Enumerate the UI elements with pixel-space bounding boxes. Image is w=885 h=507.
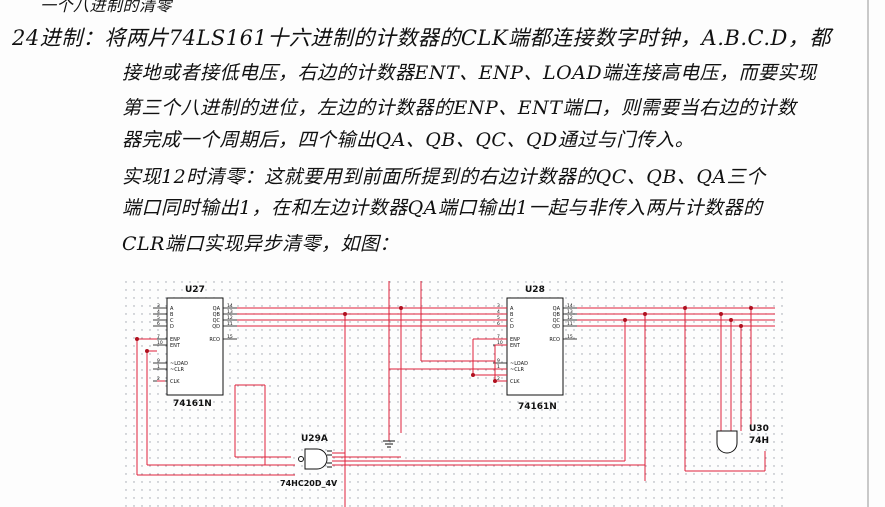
chip-u28-part: 74161N [518,402,557,412]
nand-gate-u29a: U29A 74HC20D_4V [280,434,338,488]
page-edge [867,0,869,507]
pin-label: QA [213,306,221,312]
pin-label: B [510,312,514,318]
chip-u28-name: U28 [525,285,545,295]
schematic-grid [125,281,785,507]
pin-label: QD [212,324,220,330]
pin-label: RCO [549,337,560,343]
chip-u27-name: U27 [185,285,205,295]
and-gate-part: 74H [749,436,769,446]
pin-number: 1 [157,364,160,370]
pin-number: 9 [157,358,160,364]
pin-number: 12 [567,315,573,321]
pin-number: 3 [497,303,500,309]
pin-number: 13 [567,309,573,315]
handwritten-line-2: 接地或者接低电压，右边的计数器ENT、ENP、LOAD端连接高电压，而要实现 [122,62,817,84]
pin-label: C [170,318,174,324]
circuit-schematic: U27 74161N A3B4C5D6ENP7ENT10~LOAD9~CLR1C… [125,281,785,507]
pin-number: 6 [497,321,500,327]
pin-number: 4 [497,309,500,315]
ground-symbol [383,440,395,448]
chip-u27-part: 74161N [173,399,212,409]
pin-number: 12 [227,315,233,321]
nand-gate-name: U29A [301,434,328,444]
pin-number: 4 [157,309,160,315]
pin-label: ~CLR [170,367,184,373]
pin-label: ENT [510,343,521,349]
pin-label: ~CLR [510,367,524,373]
wires [136,281,775,507]
pin-number: 2 [497,376,500,382]
pin-number: 7 [157,334,160,340]
pin-number: 11 [567,321,573,327]
pin-number: 14 [227,303,233,309]
pin-label: ~LOAD [510,361,528,367]
pin-number: 2 [157,376,160,382]
pin-number: 11 [227,321,233,327]
pin-number: 5 [157,315,160,321]
pin-label: ENP [510,337,520,343]
pin-label: CLK [170,379,180,385]
pin-label: A [510,306,514,312]
pin-number: 10 [497,340,503,346]
nand-gate-part: 74HC20D_4V [280,479,338,488]
pin-label: QA [553,306,561,312]
handwritten-line-4: 器完成一个周期后，四个输出QA、QB、QC、QD通过与门传入。 [122,129,695,151]
handwritten-line-6: 端口同时输出1，在和左边计数器QA端口输出1一起与非传入两片计数器的 [122,197,763,219]
pin-label: RCO [209,337,220,343]
pin-number: 3 [157,303,160,309]
pin-number: 9 [497,358,500,364]
pin-label: ~LOAD [170,361,188,367]
handwritten-line-5: 实现12时清零：这就要用到前面所提到的右边计数器的QC、QB、QA三个 [122,166,766,188]
handwritten-line-3: 第三个八进制的进位，左边的计数器的ENP、ENT端口，则需要当右边的计数 [122,97,797,119]
pin-label: QD [552,324,560,330]
handwritten-line-0: 一个八进制的清零 [40,0,173,15]
pin-label: QB [553,312,561,318]
pin-label: QC [213,318,221,324]
wire-junctions [135,306,753,383]
and-gate-u30: U30 74H [716,424,769,454]
pin-label: C [510,318,514,324]
pin-label: QB [213,312,221,318]
pin-number: 1 [497,364,500,370]
pin-label: B [170,312,174,318]
pin-label: ENP [170,337,180,343]
pin-number: 15 [567,334,573,340]
pin-label: D [510,324,514,330]
and-gate-name: U30 [749,424,769,434]
pin-number: 10 [157,340,163,346]
pin-label: QC [553,318,561,324]
pin-label: CLK [510,379,520,385]
handwritten-line-7: CLR端口实现异步清零，如图： [122,233,399,255]
pin-number: 15 [227,334,233,340]
pin-label: A [170,306,174,312]
handwritten-line-1: 24进制：将两片74LS161十六进制的计数器的CLK端都连接数字时钟，A.B.… [12,26,831,50]
pin-label: ENT [170,343,181,349]
pin-number: 5 [497,315,500,321]
pin-number: 13 [227,309,233,315]
pin-number: 6 [157,321,160,327]
pin-number: 7 [497,334,500,340]
pin-label: D [170,324,174,330]
pin-number: 14 [567,303,573,309]
